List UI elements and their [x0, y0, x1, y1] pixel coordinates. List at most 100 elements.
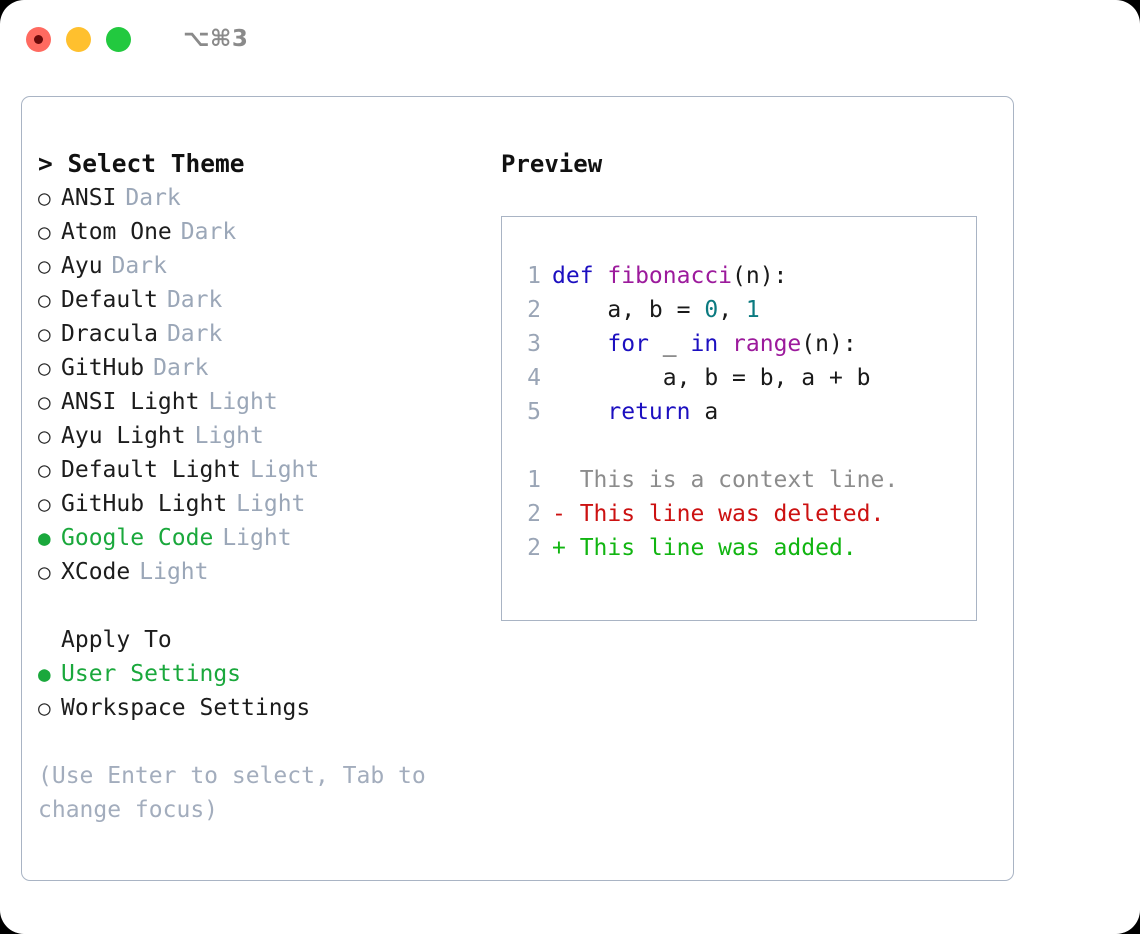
- diff-line-text: - This line was deleted.: [552, 501, 885, 527]
- diff-line: 2- This line was deleted.: [519, 497, 898, 531]
- apply-to-option-workspace-settings[interactable]: ○ Workspace Settings: [38, 691, 498, 725]
- code-line-text: for _ in range(n):: [552, 327, 857, 361]
- theme-variant-badge: Light: [236, 491, 306, 517]
- code-token-kw: in: [690, 331, 719, 357]
- code-token-fn: range: [732, 331, 802, 357]
- code-line-text: a, b = 0, 1: [552, 293, 760, 327]
- theme-variant-badge: Dark: [153, 355, 209, 381]
- theme-variant-badge: Light: [194, 423, 264, 449]
- traffic-light-group: [26, 26, 131, 52]
- code-token-plain: [552, 399, 607, 425]
- keyboard-shortcut-label: ⌥⌘3: [183, 26, 249, 52]
- code-token-num: 0: [704, 297, 719, 323]
- radio-unselected-icon: ○: [38, 220, 51, 244]
- theme-option-github[interactable]: ○ GitHub Dark: [38, 351, 498, 385]
- theme-option-ansi[interactable]: ○ ANSI Dark: [38, 181, 498, 215]
- radio-unselected-icon: ○: [38, 424, 51, 448]
- theme-variant-badge: Light: [222, 525, 292, 551]
- record-indicator-icon: [34, 34, 43, 44]
- code-blank-line: [519, 429, 898, 463]
- radio-selected-icon: ●: [38, 526, 51, 550]
- code-token-plain: _: [648, 331, 691, 357]
- select-theme-heading: > Select Theme: [38, 149, 245, 178]
- code-line-text: return a: [552, 395, 718, 429]
- theme-variant-badge: Dark: [166, 321, 223, 347]
- radio-unselected-icon: ○: [38, 186, 51, 210]
- theme-option-dracula[interactable]: ○ Dracula Dark: [38, 317, 498, 351]
- maximize-button[interactable]: [106, 26, 131, 52]
- keyboard-hint-text: (Use Enter to select, Tab to change focu…: [38, 763, 426, 823]
- theme-option-label: XCode: [61, 559, 131, 585]
- minimize-button[interactable]: [66, 26, 91, 52]
- theme-variant-badge: Dark: [111, 253, 167, 279]
- theme-option-ansi-light[interactable]: ○ ANSI Light Light: [38, 385, 498, 419]
- theme-option-ayu[interactable]: ○ Ayu Dark: [38, 249, 498, 283]
- code-token-plain: (n):: [801, 331, 857, 357]
- code-line: 2 a, b = 0, 1: [519, 293, 898, 327]
- apply-to-option-label: Workspace Settings: [61, 695, 311, 721]
- theme-variant-badge: Light: [208, 389, 278, 415]
- theme-option-label: ANSI: [61, 185, 117, 211]
- radio-unselected-icon: ○: [38, 458, 51, 482]
- code-token-plain: a, b =: [552, 297, 705, 323]
- theme-option-default-light[interactable]: ○ Default Light Light: [38, 453, 498, 487]
- diff-line-text: + This line was added.: [552, 535, 857, 561]
- theme-variant-badge: Light: [139, 559, 209, 585]
- radio-selected-icon: ●: [38, 662, 51, 686]
- theme-option-label: Ayu: [61, 253, 103, 279]
- code-line: 5 return a: [519, 395, 898, 429]
- theme-variant-badge: Dark: [180, 219, 237, 245]
- diff-line: 2 + This line was added.: [519, 531, 898, 565]
- code-token-plain: ,: [718, 297, 746, 323]
- theme-variant-badge: Dark: [166, 287, 223, 313]
- apply-to-list: ●User Settings ○ Workspace Settings: [38, 657, 498, 725]
- theme-option-label: Dracula: [61, 321, 158, 347]
- code-token-plain: (n):: [732, 263, 788, 289]
- code-token-kw: return: [607, 399, 691, 425]
- radio-unselected-icon: ○: [38, 356, 51, 380]
- apply-to-section: Apply To ●User Settings ○ Workspace Settin…: [38, 623, 498, 725]
- close-button[interactable]: [26, 26, 51, 52]
- diff-line-number: 2: [527, 535, 541, 561]
- theme-option-google-code[interactable]: ● Google Code Light: [38, 521, 498, 555]
- theme-option-label: ANSI Light: [61, 389, 200, 415]
- radio-unselected-icon: ○: [38, 322, 51, 346]
- code-line-number: 4: [527, 365, 541, 391]
- diff-line-text: This is a context line.: [552, 467, 899, 493]
- theme-option-label: Google Code: [61, 525, 214, 551]
- theme-option-label: Default Light: [61, 457, 242, 483]
- theme-option-label: GitHub: [61, 355, 145, 381]
- code-token-kw: for: [607, 331, 649, 357]
- theme-option-ayu-light[interactable]: ○ Ayu Light Light: [38, 419, 498, 453]
- theme-variant-badge: Light: [250, 457, 320, 483]
- theme-option-label: Ayu Light: [61, 423, 186, 449]
- preview-heading: Preview: [501, 150, 603, 178]
- code-token-plain: [718, 331, 732, 357]
- code-line: 4 a, b = b, a + b: [519, 361, 898, 395]
- radio-unselected-icon: ○: [38, 254, 51, 278]
- code-token-fn: fibonacci: [607, 263, 733, 289]
- diff-line: 1 This is a context line.: [519, 463, 898, 497]
- code-token-plain: a, b = b, a + b: [552, 365, 871, 391]
- theme-variant-badge: Dark: [125, 185, 181, 211]
- radio-unselected-icon: ○: [38, 696, 51, 720]
- code-token-num: 1: [745, 297, 760, 323]
- apply-to-option-user-settings[interactable]: ●User Settings: [38, 657, 498, 691]
- radio-unselected-icon: ○: [38, 288, 51, 312]
- apply-to-heading: Apply To: [61, 627, 172, 653]
- theme-option-default[interactable]: ○ Default Dark: [38, 283, 498, 317]
- theme-option-label: Default: [61, 287, 158, 313]
- radio-unselected-icon: ○: [38, 390, 51, 414]
